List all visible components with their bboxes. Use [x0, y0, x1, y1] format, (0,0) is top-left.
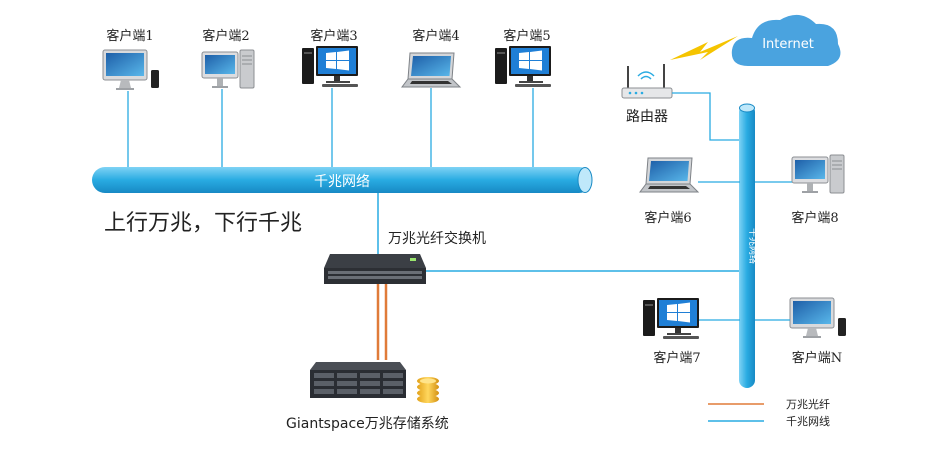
- switch-label: 万兆光纤交换机: [388, 230, 486, 247]
- client-label: 客户端6: [644, 210, 691, 226]
- fiber-switch-icon: [324, 254, 426, 284]
- client-label: 客户端8: [791, 210, 838, 226]
- router-link: [672, 92, 740, 141]
- router-label: 路由器: [626, 109, 668, 125]
- client-5: 客户端5: [495, 28, 551, 170]
- storage-server-icon: [310, 362, 406, 398]
- client-label: 客户端3: [310, 28, 357, 44]
- client-label: 客户端7: [653, 350, 700, 366]
- client-label: 客户端5: [503, 28, 550, 44]
- lightning-bolt-icon: [670, 36, 738, 60]
- client-7: 客户端7: [643, 298, 740, 366]
- storage-label: Giantspace万兆存储系统: [286, 416, 449, 432]
- client-label: 客户端4: [412, 28, 459, 44]
- pipe-body: [92, 167, 592, 193]
- client-8: 客户端8: [755, 154, 845, 226]
- client-n: 客户端N: [755, 297, 847, 366]
- client-label: 客户端1: [106, 28, 153, 44]
- internet-cloud-icon: Internet: [731, 14, 841, 66]
- client-label: 客户端N: [792, 350, 842, 366]
- mac-pro-icon: [791, 154, 845, 194]
- client-4: 客户端4: [401, 28, 461, 170]
- router-icon: [621, 64, 673, 99]
- laptop-icon: [639, 157, 699, 193]
- internet-label: Internet: [762, 37, 814, 52]
- legend-item-fiber: 万兆光纤: [708, 397, 830, 411]
- windows-pc-icon: [643, 298, 699, 339]
- vertical-backbone-pipe: 千兆网络: [739, 103, 759, 388]
- gigabit-backbone-pipe: 千兆网络: [92, 167, 593, 193]
- windows-pc-icon: [302, 46, 358, 87]
- client-2: 客户端2: [201, 28, 255, 170]
- vertical-backbone-label: 千兆网络: [747, 228, 759, 264]
- client-6: 客户端6: [639, 157, 740, 226]
- pipe-end: [577, 167, 593, 193]
- imac-icon: [789, 297, 847, 339]
- right-clients: 客户端6 客户端8 客户端7 客户端N: [639, 154, 847, 366]
- vertical-pipe-end: [739, 103, 755, 113]
- client-label: 客户端2: [202, 28, 249, 44]
- slogan-text: 上行万兆，下行千兆: [104, 211, 302, 236]
- legend: 万兆光纤 千兆网线: [708, 397, 830, 428]
- top-clients: 客户端1 客户端2 客户端3 客户端4 客户端5: [102, 28, 551, 170]
- windows-pc-icon: [495, 46, 551, 87]
- legend-label: 万兆光纤: [786, 397, 830, 411]
- mac-pro-icon: [201, 49, 255, 89]
- legend-item-gigabit: 千兆网线: [708, 414, 830, 428]
- database-coins-icon: [417, 377, 439, 403]
- laptop-icon: [401, 52, 461, 88]
- imac-icon: [102, 49, 160, 91]
- backbone-label: 千兆网络: [314, 174, 370, 190]
- vertical-pipe-body: [739, 104, 755, 388]
- client-3: 客户端3: [302, 28, 358, 170]
- legend-label: 千兆网线: [786, 414, 830, 428]
- client-1: 客户端1: [102, 28, 160, 170]
